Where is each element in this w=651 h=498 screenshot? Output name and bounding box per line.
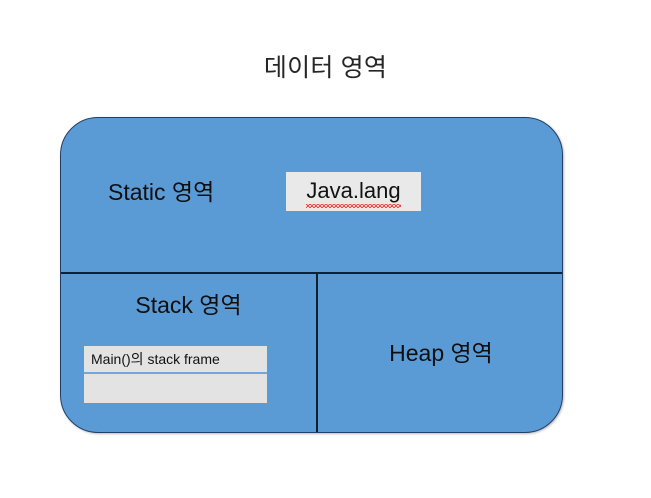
stack-frame-table: Main()의 stack frame <box>84 346 267 403</box>
stack-frame-cell-empty <box>84 373 267 403</box>
memory-area-box: Static 영역 Java.lang Stack 영역 Main()의 sta… <box>60 117 563 433</box>
heap-area-region: Heap 영역 <box>318 274 562 432</box>
static-area-label: Static 영역 <box>108 179 215 205</box>
heap-area-label: Heap 영역 <box>389 340 493 366</box>
stack-area-region: Stack 영역 Main()의 stack frame <box>61 274 316 432</box>
stack-frame-cell: Main()의 stack frame <box>84 346 267 374</box>
stack-heap-divider <box>316 272 318 432</box>
table-row <box>84 373 267 403</box>
java-lang-textbox[interactable]: Java.lang <box>286 172 421 211</box>
java-lang-label: Java.lang <box>306 178 401 208</box>
static-area-region: Static 영역 Java.lang <box>61 118 562 272</box>
table-row: Main()의 stack frame <box>84 346 267 374</box>
stack-area-label: Stack 영역 <box>135 292 242 318</box>
page-title: 데이터 영역 <box>263 54 388 82</box>
static-stack-divider <box>61 272 562 274</box>
